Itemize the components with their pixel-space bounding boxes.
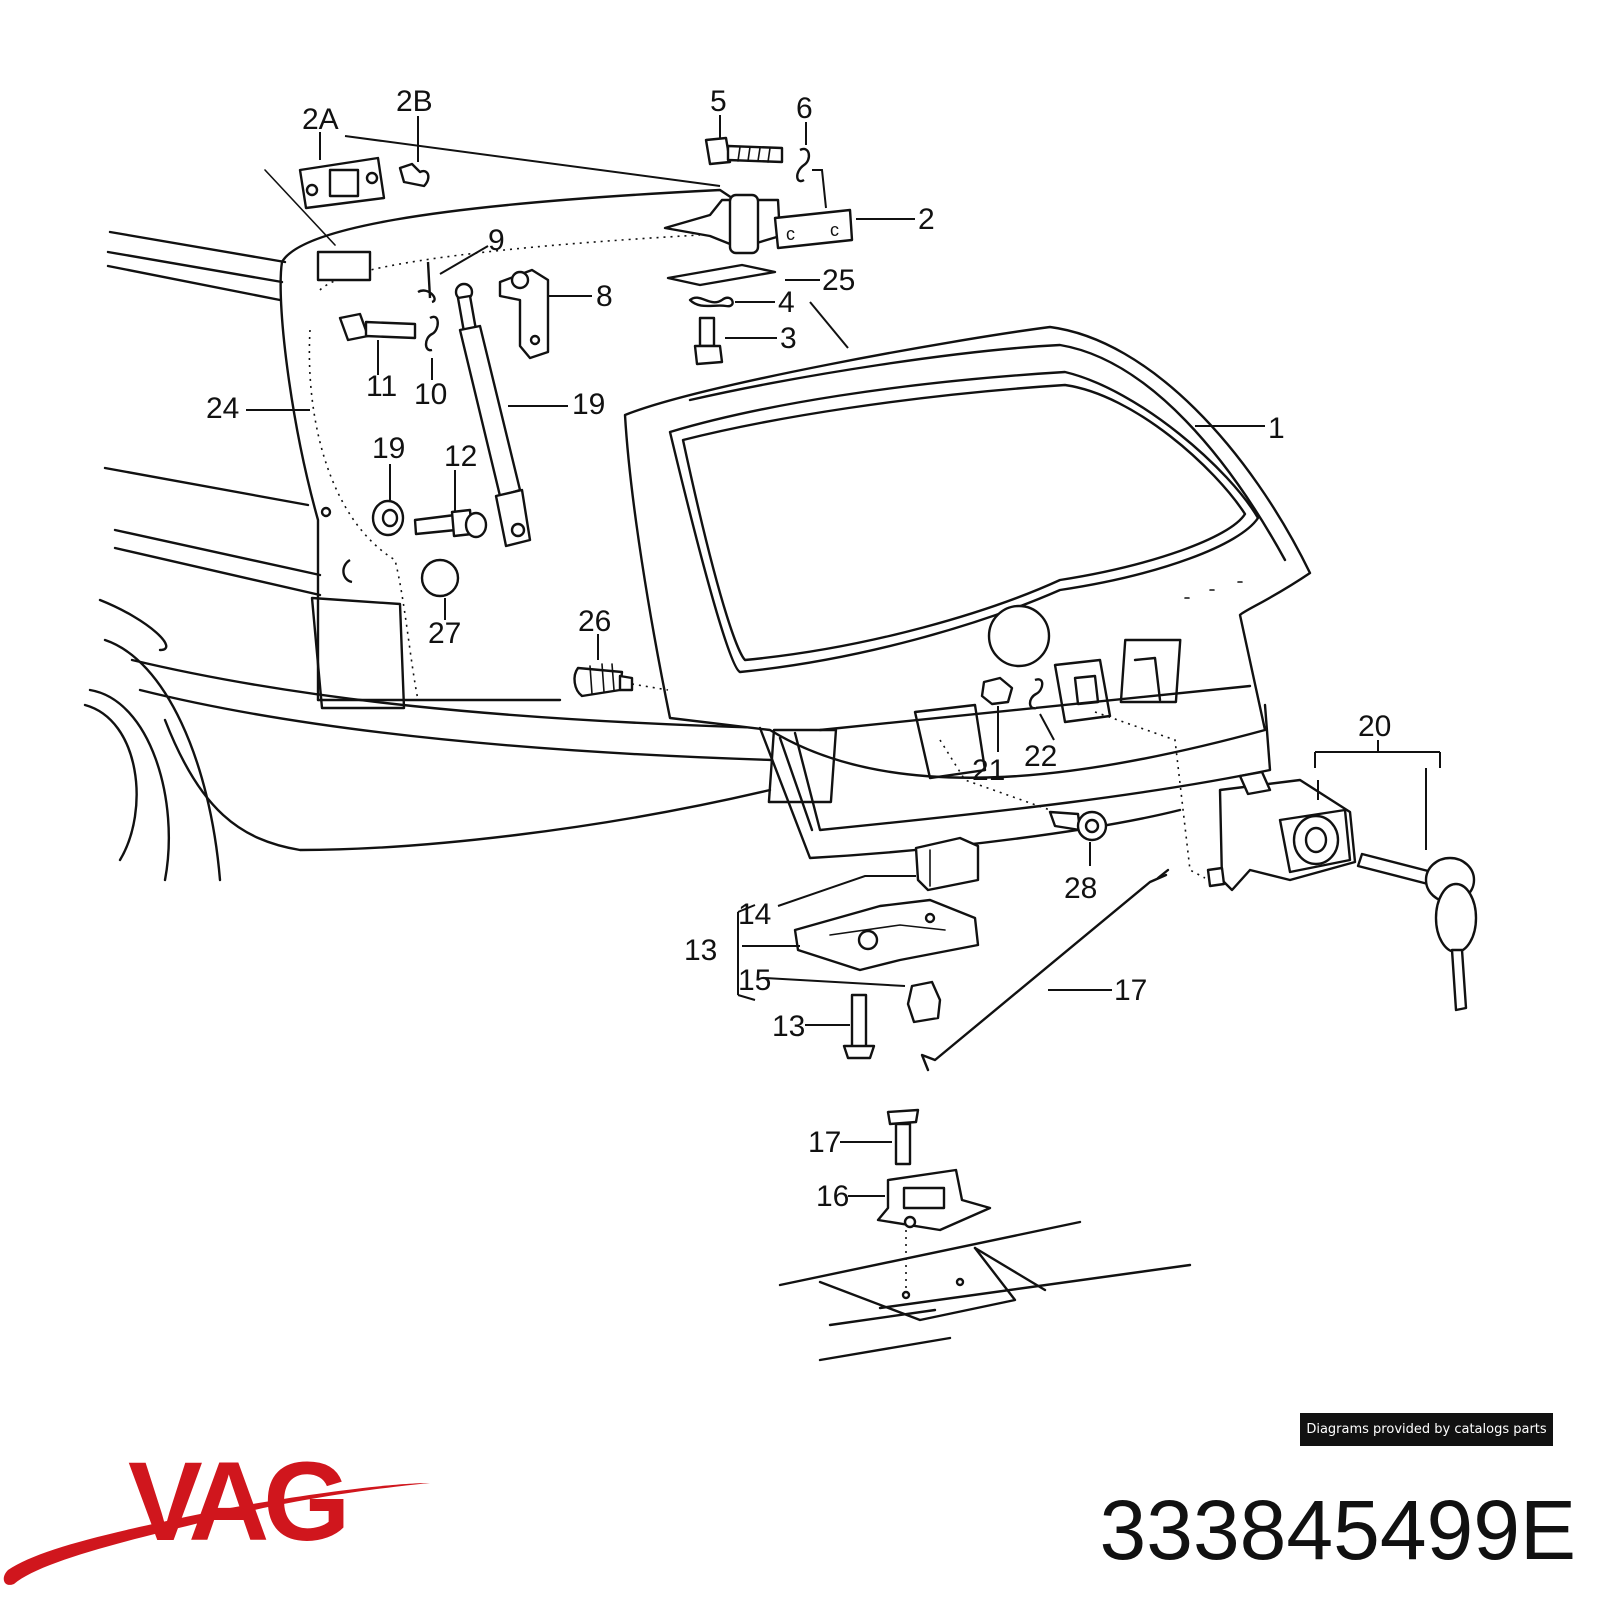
callout-2: 2 [918,203,935,236]
part-10-washer [424,315,439,352]
callout-26: 27 [428,617,461,650]
part-25-buffer [573,663,669,698]
part-18-rod [920,873,1168,1072]
svg-text:c: c [786,224,795,244]
callout-11: 9 [488,224,505,257]
callout-22: 21 [972,754,1005,787]
part-2-hinge: c c [663,193,854,255]
part-7-bracket [498,268,550,360]
svg-text:c: c [830,220,839,240]
part-9-bolt [338,312,417,342]
callout-7: 8 [596,280,613,313]
callout-labels: 2A 2B 5 6 2 9 25 8 4 3 11 10 19 24 1 19 … [206,85,1391,1213]
callout-8: 12 [444,440,477,473]
callout-21: 20 [1358,710,1391,743]
part-2a-plate [264,156,386,282]
part-19-gas-strut [454,282,532,548]
part-4-washer [688,296,734,308]
callout-24: 24 [206,392,239,425]
part-15-catch [906,980,942,1024]
part-16-striker [876,1168,992,1300]
part-28-clip [939,739,1108,842]
part-26-plug [342,558,460,598]
callout-9: 11 [366,370,397,403]
part-12-latch [793,898,980,972]
callout-16: 16 [816,1180,849,1213]
callout-5: 5 [710,85,727,118]
callout-2a: 2A [302,103,339,136]
part-21-lock-cylinder [1094,711,1478,1012]
part-27-plate [666,263,777,287]
callout-6: 6 [796,92,813,125]
callout-3: 3 [780,322,797,355]
callout-15: 15 [738,964,771,997]
callout-10: 10 [414,378,447,411]
floor-panel [778,1220,1192,1362]
car-body [83,188,774,882]
leader-lines [246,115,1441,1197]
brand-name: VAG [128,1439,350,1564]
part-17-screw [886,1108,920,1166]
part-11-pin [417,261,436,304]
part-20-grommet [320,499,405,537]
callout-28: 28 [1064,872,1097,905]
part-13-screw [842,993,876,1060]
part-2b-clip [398,162,430,188]
callout-17: 17 [808,1126,841,1159]
part-6-washer [796,147,811,183]
part-5-bolt [704,136,784,166]
part-14-cover [914,836,980,892]
part-23-washer [1028,678,1044,710]
callout-14: 14 [738,898,771,931]
callout-12: 13 [684,934,717,967]
callout-25: 26 [578,605,611,638]
callout-18: 17 [1114,974,1147,1007]
part-number: 333845499E [1099,1483,1576,1577]
callout-19: 19 [572,388,605,421]
callout-2b: 2B [396,85,433,118]
part-3-bolt [693,316,724,366]
callout-27: 25 [822,264,855,297]
part-8-ball-stud [413,508,488,539]
tailgate [623,325,1312,860]
callout-13: 13 [772,1010,805,1043]
callout-23: 22 [1024,740,1057,773]
callout-20: 19 [372,432,405,465]
callout-4: 4 [778,286,795,319]
part-22-nut [980,676,1014,706]
diagram-credit: Diagrams provided by catalogs parts [1300,1413,1553,1446]
callout-1: 1 [1268,412,1285,445]
